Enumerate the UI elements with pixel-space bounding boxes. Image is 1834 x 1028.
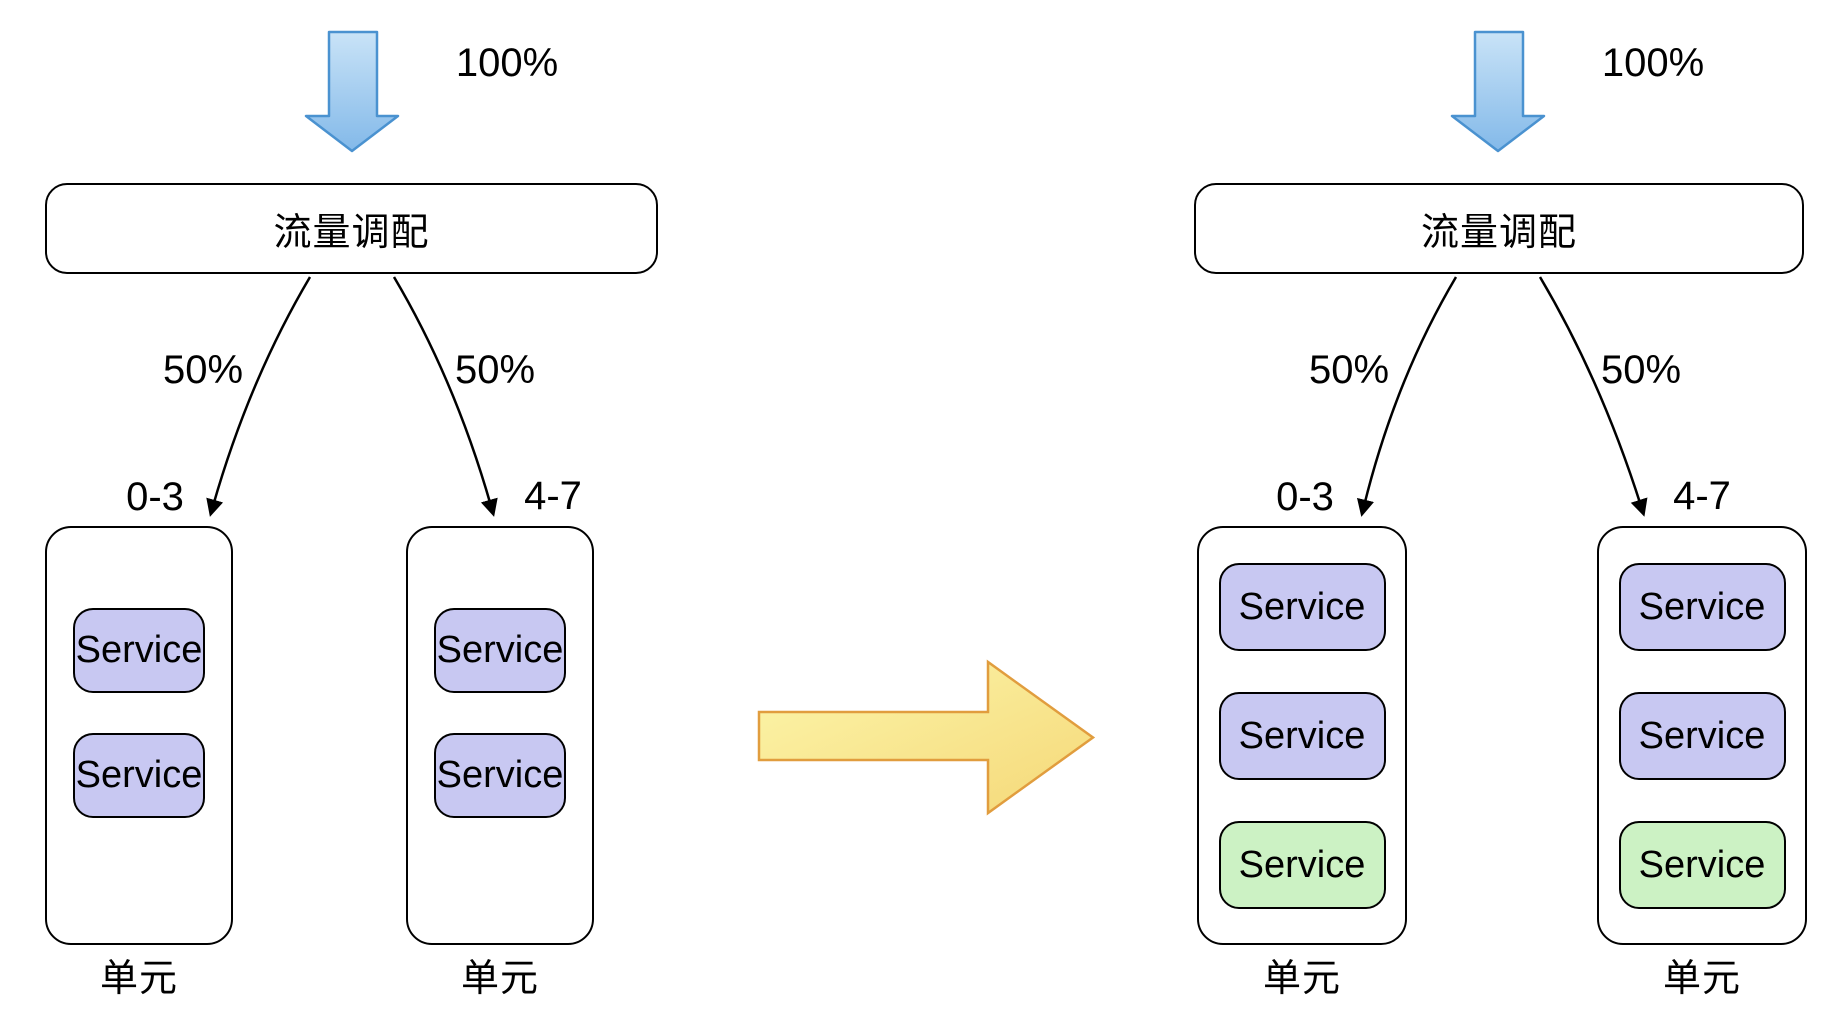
service-box: Service — [73, 733, 205, 818]
unit-name-label: 单元 — [1262, 958, 1342, 1000]
traffic-dispatcher-label: 流量调配 — [1420, 212, 1577, 254]
service-label: Service — [1238, 714, 1366, 757]
unit-range-label: 4-7 — [524, 474, 582, 518]
inflow-percent-label: 100% — [455, 41, 559, 85]
unit-box: Service Service Service — [1597, 526, 1807, 945]
service-label: Service — [1238, 843, 1366, 886]
branch-percent-label: 50% — [162, 348, 244, 392]
unit-name-label: 单元 — [460, 958, 540, 1000]
service-box: Service — [1218, 563, 1386, 651]
service-label: Service — [436, 754, 564, 796]
unit-name-label: 单元 — [99, 958, 179, 1000]
unit-range-label: 4-7 — [1673, 474, 1731, 518]
branch-percent-label: 50% — [454, 348, 536, 392]
unit-range-label: 0-3 — [1276, 475, 1334, 519]
service-label: Service — [1638, 585, 1766, 628]
service-box-new: Service — [1618, 821, 1786, 909]
branch-percent-label: 50% — [1600, 348, 1682, 392]
service-box: Service — [73, 608, 205, 693]
traffic-dispatcher-label: 流量调配 — [273, 212, 430, 254]
transition-arrow-icon — [757, 659, 1096, 816]
service-label: Service — [1638, 843, 1766, 886]
branch-curve-right — [1538, 276, 1648, 517]
service-box-new: Service — [1218, 821, 1386, 909]
unit-box: Service Service — [45, 526, 233, 945]
inflow-arrow-icon — [304, 30, 400, 153]
service-box: Service — [434, 733, 566, 818]
service-label: Service — [1638, 714, 1766, 757]
unit-range-label: 0-3 — [126, 475, 184, 519]
branch-curve-left — [1356, 276, 1458, 517]
service-label: Service — [1238, 585, 1366, 628]
service-box: Service — [1618, 692, 1786, 780]
branch-percent-label: 50% — [1308, 348, 1390, 392]
service-box: Service — [434, 608, 566, 693]
service-label: Service — [75, 629, 203, 671]
inflow-arrow-icon — [1450, 30, 1546, 153]
service-label: Service — [436, 629, 564, 671]
unit-name-label: 单元 — [1662, 958, 1742, 1000]
service-box: Service — [1618, 563, 1786, 651]
traffic-dispatcher-box: 流量调配 — [1194, 183, 1804, 274]
service-box: Service — [1218, 692, 1386, 780]
inflow-percent-label: 100% — [1601, 41, 1705, 85]
branch-curve-right — [392, 276, 498, 517]
branch-curve-left — [206, 276, 312, 517]
service-label: Service — [75, 754, 203, 796]
unit-box: Service Service Service — [1197, 526, 1407, 945]
unit-box: Service Service — [406, 526, 594, 945]
traffic-dispatcher-box: 流量调配 — [45, 183, 658, 274]
